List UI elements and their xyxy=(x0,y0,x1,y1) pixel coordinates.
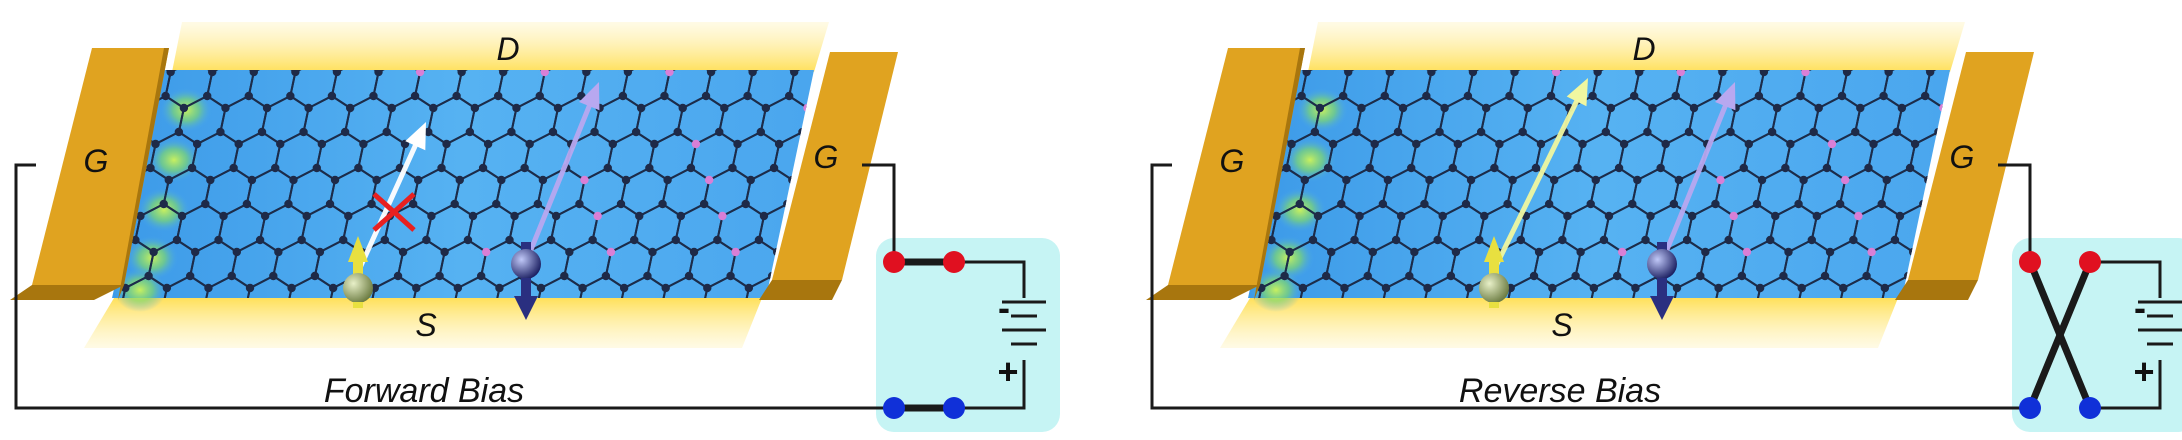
spin-down-electron xyxy=(1647,249,1677,279)
terminal-red-right xyxy=(2079,251,2101,273)
spin-up-tail xyxy=(353,302,363,308)
gate-right-label: G xyxy=(1950,139,1975,175)
edge-state-glow-2 xyxy=(1274,188,1326,232)
panel-forward: G G D S - + Forward Bias xyxy=(10,20,1201,432)
battery-minus-label: - xyxy=(2134,287,2146,328)
drain-label: D xyxy=(496,31,519,67)
battery-plus-label: + xyxy=(997,351,1018,392)
spin-up-electron xyxy=(343,273,373,303)
gate-right-label: G xyxy=(814,139,839,175)
battery-plus-label: + xyxy=(2133,351,2154,392)
gate-right-bottom xyxy=(1895,280,1978,300)
panel-caption: Forward Bias xyxy=(324,372,524,410)
battery-minus-label: - xyxy=(998,287,1010,328)
gate-left-label: G xyxy=(84,143,109,179)
panel-caption: Reverse Bias xyxy=(1459,372,1661,410)
gate-left-bottom xyxy=(1146,285,1260,300)
terminal-blue-right xyxy=(943,397,965,419)
source-label: S xyxy=(415,307,436,343)
terminal-red-right xyxy=(943,251,965,273)
spin-down-stem xyxy=(1657,278,1667,298)
gate-right-bottom xyxy=(759,280,842,300)
terminal-red-left xyxy=(883,251,905,273)
spin-down-stem xyxy=(521,278,531,298)
terminal-blue-right xyxy=(2079,397,2101,419)
gate-left-label: G xyxy=(1220,143,1245,179)
spin-down-electron xyxy=(511,249,541,279)
edge-state-glow-2 xyxy=(138,188,190,232)
drain-label: D xyxy=(1632,31,1655,67)
terminal-blue-left xyxy=(883,397,905,419)
terminal-blue-left xyxy=(2019,397,2041,419)
terminal-red-left xyxy=(2019,251,2041,273)
source-label: S xyxy=(1551,307,1572,343)
spin-up-tail xyxy=(1489,302,1499,308)
spin-up-electron xyxy=(1479,273,1509,303)
gate-left-bottom xyxy=(10,285,124,300)
panel-reverse: G G D S - + Reverse Bias xyxy=(1146,20,2182,432)
